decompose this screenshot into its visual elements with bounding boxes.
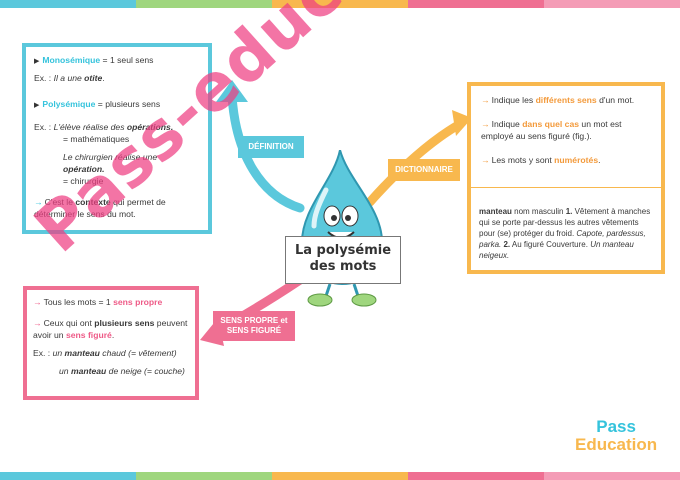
dictionary-connector-arrow [365,119,465,207]
example-text: chaud (= vêtement) [99,348,177,358]
context-text: C'est le [44,197,76,207]
dictionary-box: →Indique les différents sens d'un mot. →… [467,82,665,274]
dict-text: un mot est employé au sens figuré (fig.)… [481,119,622,141]
example-word: opérations. [126,122,174,132]
sign-line-1: La polysémie [294,243,392,258]
entry-number: 2. [503,240,511,249]
sign-line-2: des mots [309,259,377,274]
stripe-segment [272,0,408,8]
top-color-stripe [0,0,680,8]
right-shoe [351,293,377,307]
stripe-segment [544,0,680,8]
stripe-segment [136,472,272,480]
dict-highlight: numérotés [554,155,599,165]
stripe-segment [136,0,272,8]
dictionary-label: DICTIONNAIRE [388,159,460,181]
example-prefix: Ex. : [34,122,54,132]
example-word: otite [84,73,103,83]
stripe-segment [408,472,544,480]
sens-text: . [111,330,115,340]
example-prefix: Ex. : [33,348,53,358]
dict-text: Indique les [491,95,536,105]
monosemique-term: Monosémique [42,55,101,65]
example-text: de neige (= couche) [106,366,185,376]
sens-highlight: sens figuré [65,330,112,340]
context-word: contexte [75,197,111,207]
dict-highlight: dans quel cas [522,119,580,129]
right-arrow-icon: → [481,155,490,165]
sens-highlight: sens propre [113,297,163,307]
left-leg [324,283,332,297]
example-text: Il a une [53,73,85,83]
stripe-segment [0,0,136,8]
example-word: opération. [63,164,105,174]
definition-label: DÉFINITION [238,136,304,158]
right-leg [352,283,360,297]
sens-text: peuvent avoir un [33,318,188,340]
pass-education-logo: Pass Education [575,418,657,454]
definition-box: ▶Monosémique = 1 seul sens Ex. : Il a un… [22,43,212,234]
stripe-segment [544,472,680,480]
example-end: . [102,73,105,83]
right-arrow-icon: → [481,119,490,129]
example-text: Le chirurgien réalise une [63,152,158,162]
entry-definition: Vêtement à manches qui se porte par-dess… [479,207,651,238]
monosemique-def: = 1 seul sens [100,55,154,65]
example-meaning: = chirurgie [63,176,104,186]
mascot-sign: La polysémie des mots [285,236,401,284]
definition-arrowhead [216,80,248,102]
entry-word: manteau [479,207,512,216]
triangle-bullet-icon: ▶ [34,102,40,109]
sens-text: Ceux qui ont [43,318,95,328]
logo-line-1: Pass [596,417,636,436]
example-word: manteau [70,366,107,376]
water-drop-mascot [300,150,384,307]
left-shoe [307,293,333,307]
left-pupil [331,215,337,221]
dict-text: . [598,155,601,165]
logo-line-2: Education [575,435,658,454]
dictionary-points: →Indique les différents sens d'un mot. →… [471,86,661,188]
context-text: qui permet de déterminer le sens du mot. [34,197,166,219]
sens-box: →Tous les mots = 1 sens propre →Ceux qui… [23,286,199,400]
right-pupil [345,215,351,221]
example-meaning: = mathématiques [63,134,130,144]
example-text: un [59,366,71,376]
example-text: L'élève réalise des [53,122,127,132]
dict-text: d'un mot. [596,95,635,105]
dict-text: Les mots y sont [491,155,555,165]
example-word: manteau [64,348,100,358]
bottom-color-stripe [0,472,680,480]
example-text: un [52,348,65,358]
sens-text: Tous les mots = 1 [43,297,114,307]
triangle-bullet-icon: ▶ [34,58,40,65]
definition-connector-arrow [227,91,305,213]
dictionary-entry: manteau nom masculin 1. Vêtement à manch… [471,188,661,265]
entry-category: nom masculin [511,207,566,216]
entry-definition: Au figuré Couverture. [510,240,591,249]
stripe-segment [272,472,408,480]
polysemique-term: Polysémique [42,99,96,109]
dict-highlight: différents sens [535,95,597,105]
stripe-segment [0,472,136,480]
sens-label: SENS PROPRE et SENS FIGURÉ [213,311,295,341]
example-prefix: Ex. : [34,73,54,83]
drop-shine [311,187,329,229]
entry-example: Un manteau neigeux. [479,240,634,260]
right-arrow-icon: → [34,197,43,207]
entry-synonyms: Capote, pardessus, parka. [479,229,646,249]
dict-text: Indique [491,119,523,129]
sens-bold: plusieurs sens [94,318,155,328]
entry-number: 1. [565,207,573,216]
right-arrow-icon: → [33,297,42,307]
polysemique-def: = plusieurs sens [95,99,161,109]
right-arrow-icon: → [481,95,490,105]
stripe-segment [408,0,544,8]
right-arrow-icon: → [33,318,42,328]
